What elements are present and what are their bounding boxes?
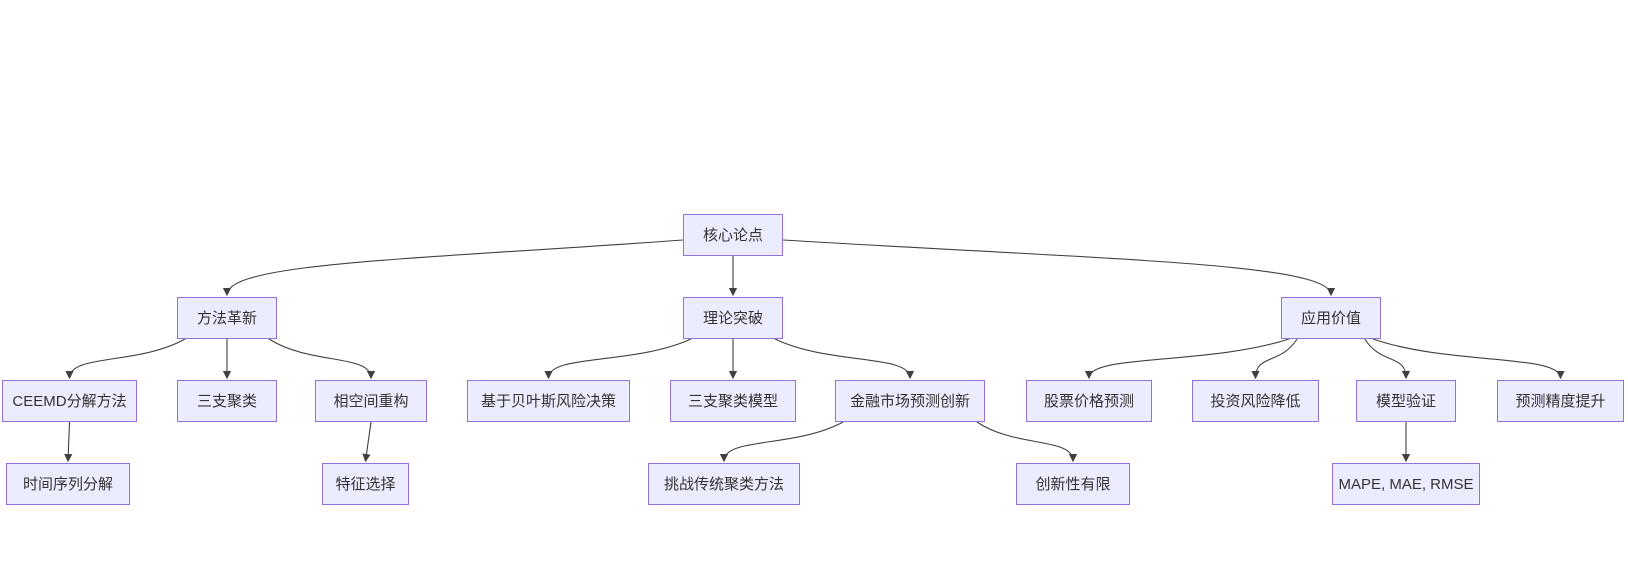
node-metrics: MAPE, MAE, RMSE — [1332, 463, 1480, 505]
edge-theory-fininnov — [774, 338, 915, 380]
node-tsdecomp: 时间序列分解 — [6, 463, 130, 505]
node-accuracy: 预测精度提升 — [1497, 380, 1624, 422]
node-twcmodel: 三支聚类模型 — [670, 380, 796, 422]
node-invest: 投资风险降低 — [1192, 380, 1319, 422]
node-limited: 创新性有限 — [1016, 463, 1130, 505]
edge-method-phase — [268, 338, 376, 380]
edge-fininnov-limited — [976, 421, 1078, 463]
node-core: 核心论点 — [683, 214, 783, 256]
node-fininnov: 金融市场预测创新 — [835, 380, 985, 422]
edges-group — [64, 239, 1565, 463]
edge-theory-bayes — [544, 338, 692, 380]
node-value: 应用价值 — [1281, 297, 1381, 339]
node-modelval: 模型验证 — [1356, 380, 1456, 422]
node-ceemd: CEEMD分解方法 — [2, 380, 137, 422]
edge-ceemd-tsdecomp — [64, 421, 73, 463]
node-theory: 理论突破 — [683, 297, 783, 339]
node-stock: 股票价格预测 — [1026, 380, 1152, 422]
node-feature: 特征选择 — [322, 463, 409, 505]
node-bayes: 基于贝叶斯风险决策 — [467, 380, 630, 422]
edge-value-modelval — [1364, 338, 1411, 380]
edge-core-value — [782, 239, 1336, 297]
edge-value-stock — [1084, 338, 1290, 380]
edge-fininnov-challenge — [719, 421, 844, 463]
node-phase: 相空间重构 — [315, 380, 427, 422]
edge-phase-feature — [362, 421, 372, 463]
edge-core-method — [222, 239, 684, 297]
node-threeway: 三支聚类 — [177, 380, 277, 422]
edge-value-accuracy — [1372, 338, 1565, 380]
edge-value-invest — [1251, 338, 1298, 380]
edge-method-ceemd — [65, 338, 186, 380]
node-method: 方法革新 — [177, 297, 277, 339]
node-challenge: 挑战传统聚类方法 — [648, 463, 800, 505]
